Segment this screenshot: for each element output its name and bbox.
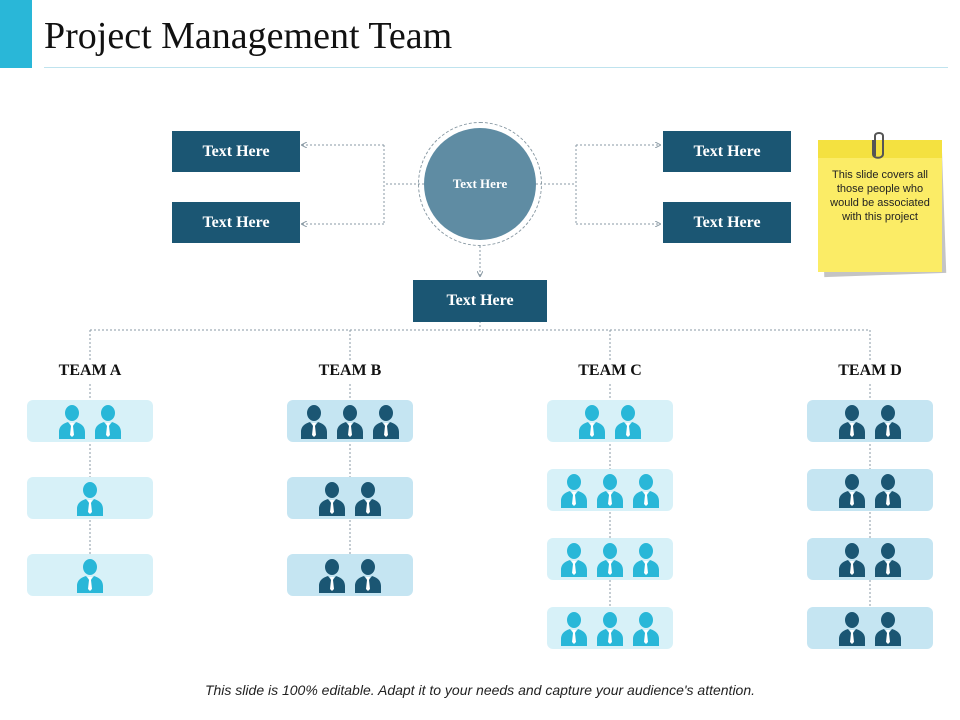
title-underline: [44, 67, 948, 68]
paperclip-icon: [872, 132, 884, 159]
text-box-center: Text Here: [413, 280, 547, 322]
title-accent-bar: [0, 0, 32, 68]
person-icon: [559, 472, 589, 508]
team-member-group: [807, 538, 933, 580]
person-icon: [631, 472, 661, 508]
text-box-right-bottom: Text Here: [663, 202, 791, 243]
person-icon: [317, 557, 347, 593]
team-member-group: [807, 607, 933, 649]
team-member-group: [547, 400, 673, 442]
person-icon: [873, 403, 903, 439]
person-icon: [837, 610, 867, 646]
text-box-right-top: Text Here: [663, 131, 791, 172]
person-icon: [317, 480, 347, 516]
team-member-group: [27, 400, 153, 442]
team-member-group: [807, 400, 933, 442]
person-icon: [631, 541, 661, 577]
team-member-group: [27, 477, 153, 519]
person-icon: [595, 610, 625, 646]
sticky-note-text: This slide covers all those people who w…: [830, 169, 930, 223]
person-icon: [837, 472, 867, 508]
team-member-group: [547, 469, 673, 511]
person-icon: [559, 610, 589, 646]
footer-note: This slide is 100% editable. Adapt it to…: [204, 682, 756, 698]
person-icon: [353, 557, 383, 593]
person-icon: [371, 403, 401, 439]
team-member-group: [547, 607, 673, 649]
team-label: TEAM A: [58, 362, 122, 379]
team-member-group: [547, 538, 673, 580]
team-member-group: [287, 554, 413, 596]
sticky-note: [818, 140, 942, 272]
person-icon: [93, 403, 123, 439]
person-icon: [335, 403, 365, 439]
text-box-left-top: Text Here: [172, 131, 300, 172]
person-icon: [873, 541, 903, 577]
page-title: Project Management Team: [44, 15, 453, 57]
team-label: TEAM B: [318, 362, 382, 379]
team-member-group: [27, 554, 153, 596]
person-icon: [75, 480, 105, 516]
person-icon: [577, 403, 607, 439]
person-icon: [559, 541, 589, 577]
hub-circle: Text Here: [424, 128, 536, 240]
person-icon: [837, 541, 867, 577]
person-icon: [353, 480, 383, 516]
team-label: TEAM C: [578, 362, 642, 379]
person-icon: [613, 403, 643, 439]
person-icon: [595, 541, 625, 577]
hub-label: Text Here: [452, 176, 508, 191]
person-icon: [57, 403, 87, 439]
text-box-left-bottom: Text Here: [172, 202, 300, 243]
person-icon: [631, 610, 661, 646]
person-icon: [873, 610, 903, 646]
team-member-group: [287, 400, 413, 442]
person-icon: [595, 472, 625, 508]
team-member-group: [807, 469, 933, 511]
team-member-group: [287, 477, 413, 519]
hub-ring: [418, 122, 542, 246]
team-label: TEAM D: [838, 362, 902, 379]
person-icon: [75, 557, 105, 593]
person-icon: [837, 403, 867, 439]
person-icon: [299, 403, 329, 439]
person-icon: [873, 472, 903, 508]
